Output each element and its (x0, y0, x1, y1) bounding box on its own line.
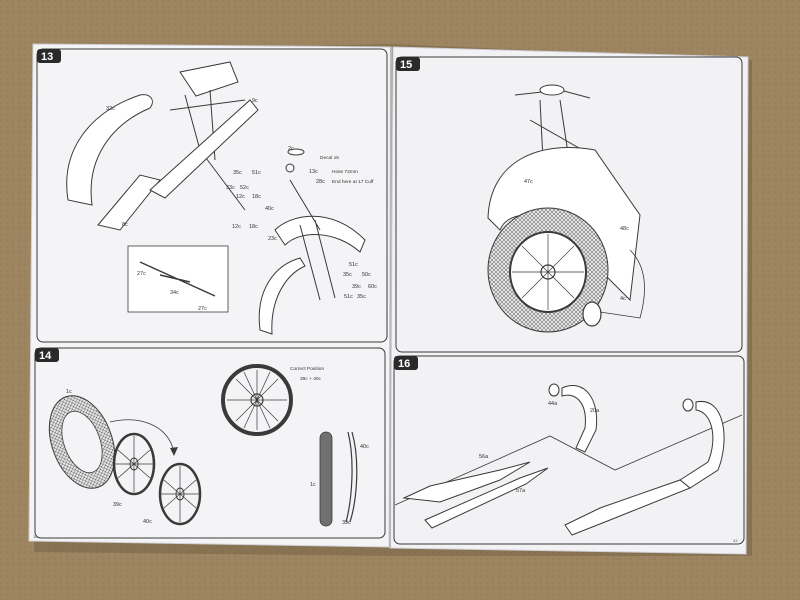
step-13-frame (36, 48, 388, 343)
step-13-panel: 13 32c 9c 8c 2c Decal 15 13c Hose 72mm 2… (36, 48, 388, 343)
right-page-number: 43 (733, 538, 738, 543)
rim-side-view-drawing (345, 431, 358, 523)
handlebar-detail-drawing (139, 261, 216, 297)
label-12c-a: 12c (232, 224, 241, 230)
label-56a: 56a (479, 454, 489, 460)
booklet-spine (389, 46, 392, 549)
label-51c-b: 51c (349, 262, 358, 268)
label-28c: 28c (316, 179, 325, 185)
label-35c-b: 35c (343, 272, 352, 278)
label-35c-c: 35c (357, 294, 366, 300)
rim-half-39c-drawing (112, 432, 156, 496)
label-18c-a: 18c (249, 224, 258, 230)
label-40c-a: 40c (143, 519, 152, 525)
label-9c: 9c (252, 98, 258, 104)
correct-position-wheel-drawing (221, 364, 293, 436)
step-16-panel: 16 44a 20a 56a 57a (393, 355, 745, 545)
label-48c: 48c (620, 226, 629, 232)
label-39c-c: 39c (342, 520, 351, 526)
label-20a: 20a (590, 408, 600, 414)
label-8c: 8c (122, 222, 128, 228)
step-14-number: 14 (39, 350, 52, 362)
step-15-frame (395, 56, 743, 353)
label-end-here: End here at 17 Cuff (332, 179, 374, 185)
assembly-arrow (109, 419, 175, 453)
brake-rod-drawing (599, 249, 645, 319)
label-32c: 32c (106, 106, 115, 112)
tyre-side-view-drawing (319, 431, 333, 527)
brake-drum-drawing (582, 301, 602, 327)
label-51c-a: 51c (252, 170, 261, 176)
label-hose: Hose 72mm (332, 169, 358, 175)
label-44a: 44a (548, 401, 558, 407)
label-33c: 33c (226, 185, 235, 191)
label-1c-a: 1c (66, 389, 72, 395)
label-27c-b: 27c (198, 306, 207, 312)
label-23c: 23c (268, 236, 277, 242)
step-16-separator (394, 414, 743, 506)
label-52c: 52c (240, 185, 249, 191)
front-wheel-drawing (487, 207, 609, 333)
exhaust-pipe-assembled-drawing (564, 398, 725, 536)
rear-mudguard-drawing (66, 94, 153, 206)
left-page-number: 18 (33, 534, 38, 539)
label-12c-b: 12c (236, 194, 245, 200)
step-15-badge (396, 57, 420, 71)
step-14-frame (34, 347, 386, 539)
label-1c-b: 1c (310, 482, 316, 488)
frame-drawing (97, 61, 259, 231)
label-50c: 50c (362, 272, 371, 278)
label-39c-40c: 39c + 40c (300, 376, 322, 382)
step-16-frame (393, 355, 745, 545)
step-14-panel: 14 Correct Position 39c + 40c 1c 39c (34, 347, 386, 539)
assembly-arrow-head (170, 447, 178, 456)
label-40c-b: 40c (360, 444, 369, 450)
exhaust-pipe-exploded-drawing (402, 383, 598, 529)
front-fork-drawing (258, 148, 366, 335)
label-60c: 60c (368, 284, 377, 290)
label-35c-a: 35c (233, 170, 242, 176)
step-16-badge (394, 356, 418, 370)
label-39c-b: 39c (113, 502, 122, 508)
label-51c-c: 51c (344, 294, 353, 300)
step-13-badge (37, 49, 61, 63)
tyre-inner (61, 410, 103, 474)
label-47c: 47c (524, 179, 533, 185)
step-15-number: 15 (400, 59, 412, 71)
label-57a: 57a (516, 488, 526, 494)
label-39c-a: 39c (352, 284, 361, 290)
label-decal-15: Decal 15 (320, 155, 339, 161)
step-15-panel: 15 47c 48c 4c (395, 56, 743, 353)
label-40c: 40c (265, 206, 274, 212)
label-18c-b: 18c (252, 194, 261, 200)
label-34c: 34c (170, 290, 179, 296)
label-correct-position: Correct Position (290, 366, 324, 372)
label-13c: 13c (309, 169, 318, 175)
label-2c: 2c (288, 146, 294, 152)
step-13-number: 13 (41, 51, 53, 63)
step-16-number: 16 (398, 358, 410, 370)
step-14-badge (35, 348, 59, 362)
label-4c: 4c (620, 296, 626, 302)
rim-half-40c-drawing (158, 462, 202, 526)
label-27c-a: 27c (137, 271, 146, 277)
